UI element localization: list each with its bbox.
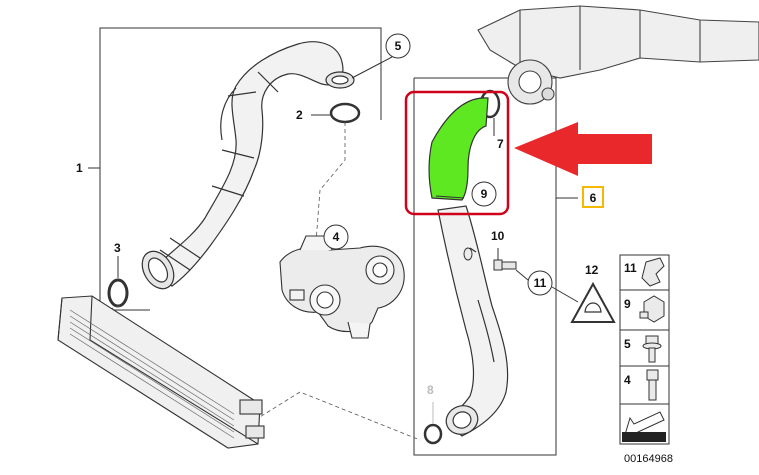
- direction-arrow-icon: [622, 411, 666, 442]
- legend-row-2-label: 9: [624, 297, 631, 311]
- callout-4-group: 4: [323, 224, 349, 250]
- intercooler: [57, 295, 265, 449]
- callout-12: 12: [585, 263, 599, 277]
- callout-2: 2: [296, 108, 303, 122]
- bolt-flange-icon: [642, 335, 662, 363]
- socket-bolt-icon: [646, 369, 659, 401]
- callout-11: 11: [534, 276, 547, 290]
- upper-pipe-clamp: [141, 250, 175, 290]
- pointer-arrow: [514, 122, 652, 176]
- callout-10: 10: [491, 229, 505, 243]
- callout-9-group: 9: [471, 181, 497, 207]
- nut-icon: [639, 295, 665, 323]
- hose-9-highlighted: [428, 97, 489, 201]
- turbocharger: [279, 235, 405, 339]
- legend-row-3-label: 5: [624, 337, 631, 351]
- callout-4: 4: [333, 230, 340, 244]
- legend-row-1-label: 11: [624, 261, 637, 275]
- legend-row-4-label: 4: [624, 373, 631, 387]
- seal-ring-3: [107, 256, 129, 308]
- callout-7: 7: [497, 137, 504, 151]
- seal-ring-8: [423, 402, 443, 445]
- callout-9: 9: [481, 187, 488, 201]
- pressure-sensor-10: [493, 248, 517, 271]
- callout-5-group: 5: [351, 33, 411, 79]
- callout-11-group: 11: [515, 269, 579, 303]
- callout-6: 6: [590, 191, 597, 205]
- document-number: 00164968: [624, 453, 673, 465]
- upper-pipe-coupling: [325, 71, 355, 89]
- pipe-nozzle: [463, 247, 473, 261]
- warning-triangle-icon: [570, 281, 616, 323]
- callout-3: 3: [114, 241, 121, 255]
- lower-pipe-end: [445, 405, 479, 435]
- fastener-legend: [619, 254, 670, 445]
- callout-6-group: 6: [582, 186, 604, 208]
- callout-5: 5: [395, 39, 402, 53]
- highlight-frame: [404, 90, 510, 216]
- lower-charge-pipe: [437, 205, 509, 437]
- callout-1: 1: [76, 161, 83, 175]
- callout-8: 8: [427, 383, 434, 397]
- clip-icon: [641, 257, 665, 287]
- intake-manifold: [477, 5, 759, 105]
- callout-3-group: 3: [114, 241, 121, 255]
